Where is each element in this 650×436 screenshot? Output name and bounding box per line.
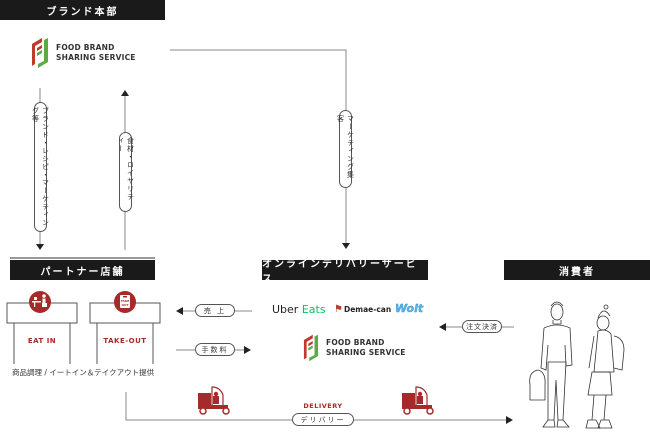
partner-store-caption: 商品調理 / イートイン＆テイクアウト提供 xyxy=(12,368,155,377)
delivery-scooter-icon xyxy=(402,386,434,415)
take-out-bag-icon: TAKE OUT xyxy=(114,291,136,313)
arrow-down-icon xyxy=(36,244,44,250)
wolt-logo: Wolt xyxy=(395,302,424,315)
consumer-header: 消費者 xyxy=(504,260,650,280)
flow-label-sales: 売 上 xyxy=(195,304,235,317)
eat-in-icon xyxy=(29,291,51,313)
hq-logo: FOOD BRAND SHARING SERVICE xyxy=(30,36,136,70)
take-out-label: TAKE-OUT xyxy=(103,337,147,345)
flow-label-order-payment: 注文決済 xyxy=(462,320,502,333)
demae-can-mark-icon: ⚑ xyxy=(334,304,343,315)
eat-in-label: EAT IN xyxy=(27,337,57,345)
online-delivery-title: オンラインデリバリーサービス xyxy=(262,259,418,285)
demae-can-logo: ⚑ Demae-can xyxy=(334,304,392,315)
consumer-title: 消費者 xyxy=(559,266,595,278)
arrow-up-icon xyxy=(121,90,129,96)
flow-label-marketing: マーケティング集客 xyxy=(337,110,355,188)
brand-hq-title: ブランド本部 xyxy=(46,6,119,18)
logo-text-line2: SHARING SERVICE xyxy=(56,53,136,62)
flow-label-hq-to-partner: ブランド・レシピ・マーケティング等 xyxy=(32,102,50,232)
consumer-woman-illustration xyxy=(585,304,625,429)
flow-label-delivery-jp: デリバリー xyxy=(292,413,354,426)
food-brand-logo-icon xyxy=(32,38,48,68)
food-brand-logo-icon xyxy=(303,334,319,362)
center-logo: FOOD BRAND SHARING SERVICE xyxy=(302,333,406,363)
arrow-left-icon xyxy=(176,307,183,315)
svg-text:OUT: OUT xyxy=(121,303,129,307)
arrow-right-icon xyxy=(244,346,251,354)
arrow-right-icon xyxy=(506,416,513,424)
online-delivery-header: オンラインデリバリーサービス xyxy=(262,259,428,285)
delivery-en-label: DELIVERY xyxy=(303,402,343,410)
logo-text-line1: FOOD BRAND xyxy=(56,43,115,52)
partner-store-title: パートナー店舗 xyxy=(40,266,125,278)
delivery-line xyxy=(125,392,510,421)
arrow-down-icon xyxy=(342,243,350,249)
svg-text:TAKE: TAKE xyxy=(121,299,130,303)
flow-label-partner-to-hq: 食材・ロイヤリティー xyxy=(117,132,135,212)
uber-eats-logo: Uber Eats xyxy=(272,303,326,316)
partner-store-header: パートナー店舗 xyxy=(10,260,155,280)
consumer-man-illustration xyxy=(529,301,573,428)
delivery-scooter-icon xyxy=(198,386,230,415)
flow-label-fee: 手数料 xyxy=(195,343,235,356)
arrow-left-icon xyxy=(439,323,446,331)
brand-hq-header: ブランド本部 xyxy=(0,0,165,20)
hq-to-delivery-line xyxy=(170,49,347,244)
